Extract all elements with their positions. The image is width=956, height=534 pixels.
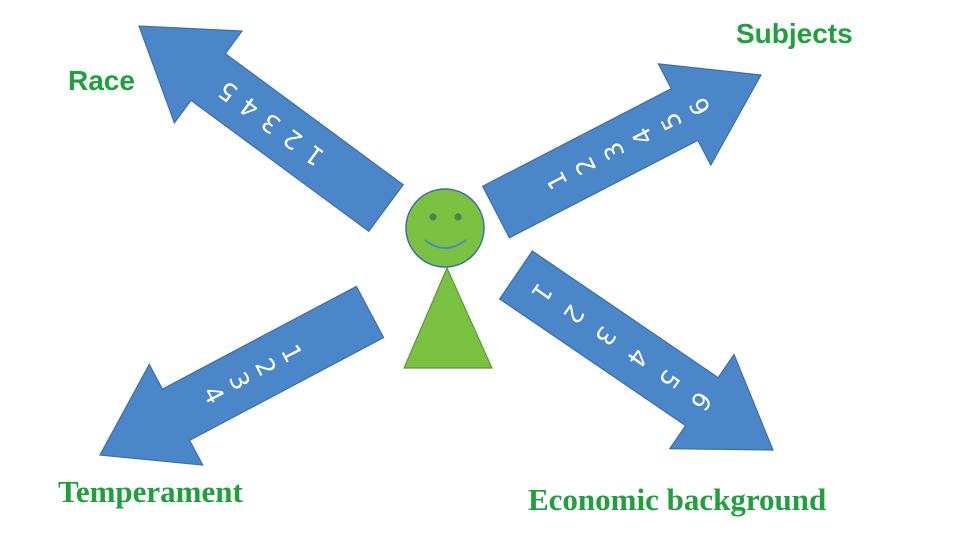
temperament-label: Temperament (58, 474, 243, 509)
right-eye (454, 213, 462, 221)
subjects-arrow-shape (481, 63, 762, 239)
subjects-label: Subjects (736, 18, 853, 49)
head-circle (405, 188, 485, 268)
economic-label: Economic background (528, 482, 826, 517)
left-eye (429, 213, 437, 221)
temperament-arrow-shape (99, 285, 385, 466)
smile-mouth (424, 239, 467, 249)
race-arrow-shape (138, 25, 405, 233)
race-label: Race (68, 65, 135, 96)
student-figure (403, 188, 493, 369)
economic-arrow-shape (498, 250, 774, 451)
triangle-body-icon (403, 266, 493, 369)
smiley-face-icon (405, 188, 485, 268)
